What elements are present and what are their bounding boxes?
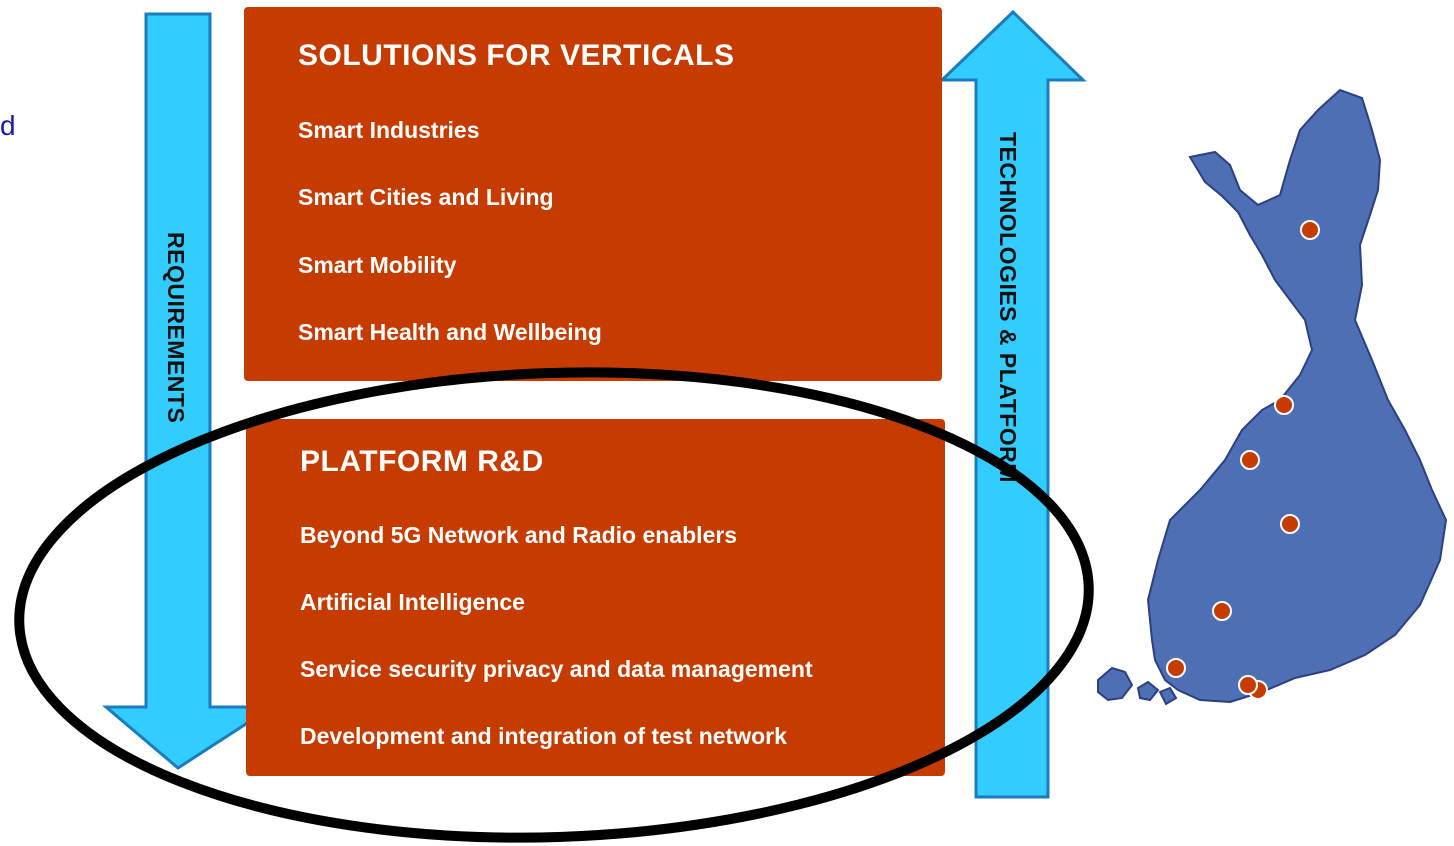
solutions-item: Smart Health and Wellbeing xyxy=(298,319,602,345)
solutions-item: Smart Cities and Living xyxy=(298,184,554,210)
cropped-text: d xyxy=(0,110,16,141)
city-dot xyxy=(1274,395,1294,415)
platform-item: Artificial Intelligence xyxy=(300,589,525,615)
archipelago-island xyxy=(1158,686,1178,706)
city-dot xyxy=(1166,658,1186,678)
platform-item: Beyond 5G Network and Radio enablers xyxy=(300,522,738,548)
solutions-item: Smart Mobility xyxy=(298,252,457,278)
city-dot xyxy=(1212,601,1232,621)
solutions-item: Smart Industries xyxy=(298,117,480,143)
city-dot xyxy=(1238,675,1258,695)
aland-islands xyxy=(1097,666,1134,702)
requirements-label: REQUIREMENTS xyxy=(163,232,189,424)
solutions-for-verticals-box: SOLUTIONS FOR VERTICALS Smart Industries… xyxy=(244,7,942,381)
archipelago-island xyxy=(1136,680,1160,702)
technologies-platform-label: TECHNOLOGIES & PLATFORM xyxy=(995,132,1021,483)
city-dot xyxy=(1280,514,1300,534)
finland-mainland xyxy=(1146,88,1448,704)
platform-item: Development and integration of test netw… xyxy=(300,723,787,749)
platform-item: Service security privacy and data manage… xyxy=(300,656,813,682)
finland-map xyxy=(1097,88,1448,706)
solutions-title: SOLUTIONS FOR VERTICALS xyxy=(298,39,735,72)
city-dot xyxy=(1240,450,1260,470)
city-dot xyxy=(1300,220,1320,240)
platform-rd-box: PLATFORM R&D Beyond 5G Network and Radio… xyxy=(246,419,945,776)
platform-title: PLATFORM R&D xyxy=(300,445,544,478)
